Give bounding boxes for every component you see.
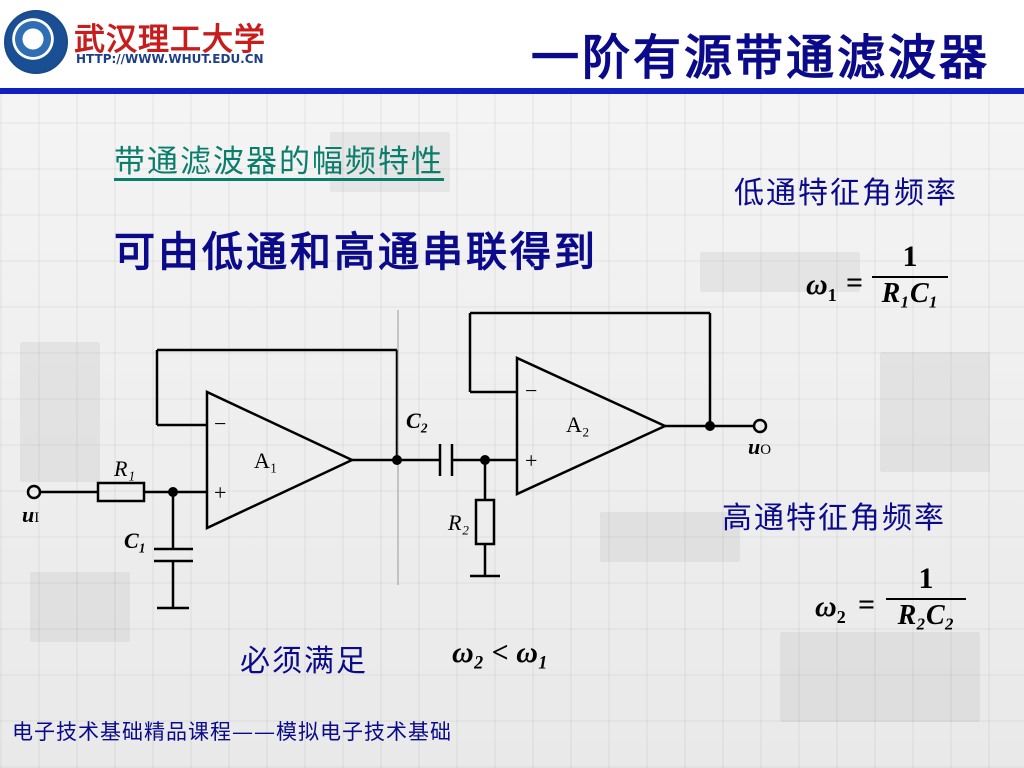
slide-header: 武汉理工大学 HTTP://WWW.WHUT.EDU.CN 一阶有源带通滤波器 xyxy=(0,0,1024,90)
a1-minus-sign: − xyxy=(214,411,226,436)
a1-label: A₁ xyxy=(254,448,278,473)
a2-label: A₂ xyxy=(566,412,590,437)
fraction-denominator: R₁C₁ xyxy=(881,278,939,309)
r2-resistor xyxy=(474,498,496,546)
bg-chip xyxy=(880,352,990,472)
highpass-label: 高通特征角频率 xyxy=(722,501,946,536)
university-name: 武汉理工大学 xyxy=(74,22,266,58)
junction-dot xyxy=(480,455,490,465)
fraction-bar xyxy=(886,598,966,600)
fraction-bar xyxy=(872,276,948,278)
bg-chip xyxy=(700,252,860,292)
omega1-symbol: ω1 xyxy=(806,268,837,305)
fraction-numerator: 1 xyxy=(918,562,934,595)
course-footer: 电子技术基础精品课程——模拟电子技术基础 xyxy=(12,720,452,744)
lead-statement: 可由低通和高通串联得到 xyxy=(114,228,598,276)
title-rule xyxy=(0,88,1024,94)
equals-sign: = xyxy=(858,588,876,621)
opamp-a2 xyxy=(515,356,668,496)
r2-label: R₂ xyxy=(447,510,469,535)
c2-label: C₂ xyxy=(406,408,428,433)
bg-chip xyxy=(600,512,740,562)
omega2-fraction: 1 R₂C₂ xyxy=(886,562,966,632)
a2-plus-sign: + xyxy=(525,448,537,473)
circuit-board-background xyxy=(0,92,1024,768)
junction-dot xyxy=(168,487,178,497)
a1-plus-sign: + xyxy=(214,480,226,505)
lowpass-label: 低通特征角频率 xyxy=(734,176,958,211)
bg-chip xyxy=(30,572,130,642)
input-label: uI xyxy=(22,502,39,527)
bg-chip xyxy=(20,342,100,482)
fraction-denominator: R₂C₂ xyxy=(897,600,955,631)
a2-minus-sign: − xyxy=(525,378,537,403)
equals-sign: = xyxy=(846,266,864,299)
opamp-a1 xyxy=(205,390,355,530)
condition-label: 必须满足 xyxy=(240,644,368,679)
omega2-symbol: ω2 xyxy=(815,590,846,627)
condition-formula: ω₂ < ω₁ xyxy=(452,636,549,669)
junction-dot xyxy=(705,421,715,431)
junction-dot xyxy=(392,455,402,465)
r1-label: R₁ xyxy=(113,456,135,481)
output-label: uO xyxy=(748,434,771,459)
university-url: HTTP://WWW.WHUT.EDU.CN xyxy=(76,52,264,66)
section-subtitle: 带通滤波器的幅频特性 xyxy=(114,144,444,180)
input-terminal xyxy=(26,484,42,500)
r1-resistor xyxy=(96,481,146,503)
output-terminal xyxy=(752,418,768,434)
bg-chip xyxy=(780,632,980,722)
omega1-fraction: 1 R₁C₁ xyxy=(872,240,948,310)
bg-chip xyxy=(330,132,450,192)
university-logo-icon xyxy=(4,10,68,74)
c1-label: C₁ xyxy=(124,528,146,553)
slide-title: 一阶有源带通滤波器 xyxy=(530,30,990,86)
fraction-numerator: 1 xyxy=(902,240,918,273)
